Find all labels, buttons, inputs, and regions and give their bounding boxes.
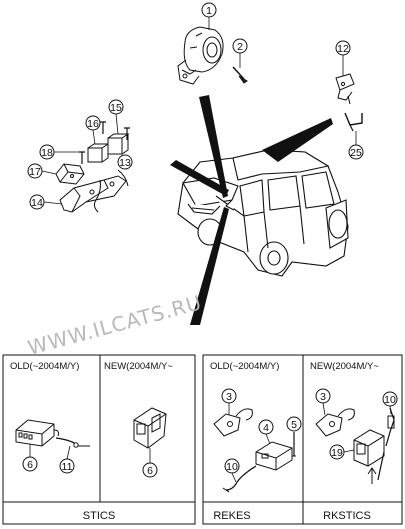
svg-text:12: 12: [337, 43, 349, 55]
callout-1: 1: [201, 2, 217, 30]
rekes-footer: REKES: [213, 510, 250, 522]
callout-13: 13: [117, 154, 133, 170]
svg-text:2: 2: [237, 41, 243, 53]
callout-12: 12: [335, 40, 351, 76]
callout-14: 14: [29, 194, 63, 210]
callout-17: 17: [27, 163, 57, 179]
svg-text:25: 25: [350, 147, 362, 159]
vehicle-outline: [177, 149, 349, 277]
rkstics-callout-3: 3: [315, 388, 331, 416]
svg-text:5: 5: [291, 419, 297, 431]
rkstics-footer: RKSTICS: [323, 510, 371, 522]
svg-text:13: 13: [119, 157, 131, 169]
stics-callout-6-new: 6: [142, 448, 158, 478]
stics-footer: STICS: [83, 510, 115, 522]
control-unit-assembly: [55, 121, 130, 213]
stics-old-header: OLD(~2004M/Y): [10, 361, 79, 372]
callout-15: 15: [108, 99, 124, 135]
svg-text:6: 6: [147, 465, 153, 477]
svg-text:16: 16: [87, 118, 99, 130]
hood-switch: [335, 73, 363, 132]
rekes-callout-3: 3: [221, 388, 237, 415]
svg-text:6: 6: [27, 459, 33, 471]
rekes-callout-5: 5: [286, 416, 302, 432]
pointer-wedges: [170, 95, 333, 325]
svg-text:17: 17: [29, 166, 41, 178]
stics-labels: OLD(~2004M/Y) NEW(2004M/Y~ 6 11 6 STICS: [10, 361, 173, 522]
keyless-box: [202, 354, 403, 525]
svg-text:4: 4: [263, 422, 269, 434]
svg-text:3: 3: [226, 391, 232, 403]
callout-2: 2: [232, 38, 248, 68]
stics-box: [2, 354, 196, 525]
rkstics-callout-19: 19: [329, 444, 355, 460]
rekes-callout-10: 10: [224, 458, 240, 483]
svg-text:19: 19: [331, 447, 343, 459]
svg-text:11: 11: [62, 461, 73, 473]
svg-text:10: 10: [226, 461, 238, 473]
rkstics-callout-10: 10: [382, 391, 398, 415]
callout-18: 18: [39, 144, 79, 160]
siren-assembly: [177, 26, 248, 85]
callout-25: 25: [348, 131, 364, 160]
svg-text:1: 1: [206, 5, 212, 17]
stics-callout-6-old: 6: [22, 444, 38, 472]
rkstics-new-header: NEW(2004M/Y~: [310, 361, 379, 372]
svg-text:3: 3: [320, 391, 326, 403]
callout-16: 16: [85, 115, 101, 145]
stics-new-header: NEW(2004M/Y~: [104, 361, 173, 372]
svg-text:10: 10: [384, 394, 396, 406]
keyless-labels: OLD(~2004M/Y) NEW(2004M/Y~ 3 4 5 10 3: [210, 361, 398, 522]
stics-callout-11: 11: [59, 445, 75, 474]
svg-text:18: 18: [41, 147, 53, 159]
rekes-callout-4: 4: [258, 419, 274, 445]
svg-text:15: 15: [110, 102, 122, 114]
rekes-old-header: OLD(~2004M/Y): [210, 361, 279, 372]
watermark: WWW.ILCATS.RU: [25, 290, 204, 360]
svg-text:14: 14: [31, 197, 43, 209]
